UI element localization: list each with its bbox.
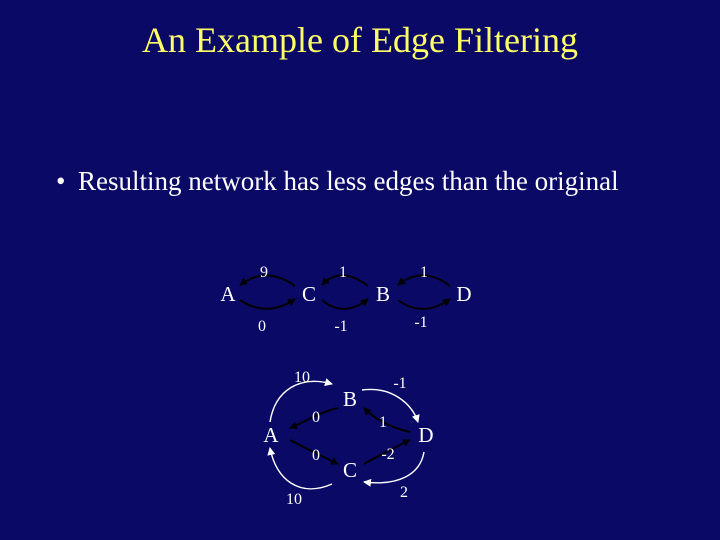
weight-label: 10 [294, 369, 310, 386]
slide-title: An Example of Edge Filtering [142, 20, 578, 60]
graph-two-node-a: A [263, 423, 279, 447]
weight-label: -1 [414, 314, 427, 331]
edge-c-to-a-outer [267, 447, 333, 490]
edge-c-to-a [239, 274, 296, 287]
edge-b-to-c [321, 274, 369, 287]
graph-one-node-c: C [302, 282, 316, 306]
graph-two-node-b: B [343, 387, 357, 411]
edge-c-to-d-inner [363, 439, 411, 465]
bullet-marker: • [56, 166, 66, 196]
weight-label: -1 [393, 375, 406, 392]
weight-label: 0 [312, 447, 320, 464]
node-label: D [418, 423, 433, 447]
weight-label: 1 [379, 414, 387, 431]
node-label: B [343, 387, 357, 411]
graph-one-node-a: A [220, 282, 236, 306]
graph-two: A B C D 10 0 0 10 -1 1 -2 2 [263, 369, 433, 508]
graph-two-node-c: C [343, 458, 357, 482]
graph-one: A C B D 9 0 1 -1 1 -1 [220, 264, 471, 335]
edge-c-to-b [321, 298, 369, 310]
weight-label: 1 [339, 264, 347, 281]
weight-label: 9 [260, 264, 268, 281]
node-label: C [343, 458, 357, 482]
graph-one-node-d: D [456, 282, 471, 306]
bullet-point: • Resulting network has less edges than … [56, 163, 676, 199]
edge-d-to-c-outer [363, 451, 425, 487]
edge-a-to-b-outer [269, 378, 333, 423]
node-label: C [302, 282, 316, 306]
node-label: A [220, 282, 236, 306]
graph-one-edges [239, 274, 451, 310]
edge-a-to-c-inner [289, 439, 339, 465]
node-label: A [263, 423, 279, 447]
node-label: D [456, 282, 471, 306]
weight-label: 0 [312, 409, 320, 426]
weight-label: 1 [420, 264, 428, 281]
weight-label: -2 [381, 446, 394, 463]
node-label: B [376, 282, 390, 306]
graph-one-node-b: B [376, 282, 390, 306]
weight-label: 0 [258, 318, 266, 335]
weight-label: 10 [286, 491, 302, 508]
graph-two-edges [267, 378, 425, 490]
edge-b-to-d [397, 298, 451, 310]
edge-a-to-c [239, 298, 296, 310]
bullet-text: Resulting network has less edges than th… [78, 166, 619, 196]
edge-d-to-b-inner [363, 407, 411, 433]
edge-d-to-b [397, 274, 451, 287]
edge-b-to-d-outer [361, 388, 420, 423]
weight-label: -1 [334, 318, 347, 335]
graph-two-node-d: D [418, 423, 433, 447]
edge-b-to-a-inner [289, 407, 339, 430]
weight-label: 2 [400, 484, 408, 501]
